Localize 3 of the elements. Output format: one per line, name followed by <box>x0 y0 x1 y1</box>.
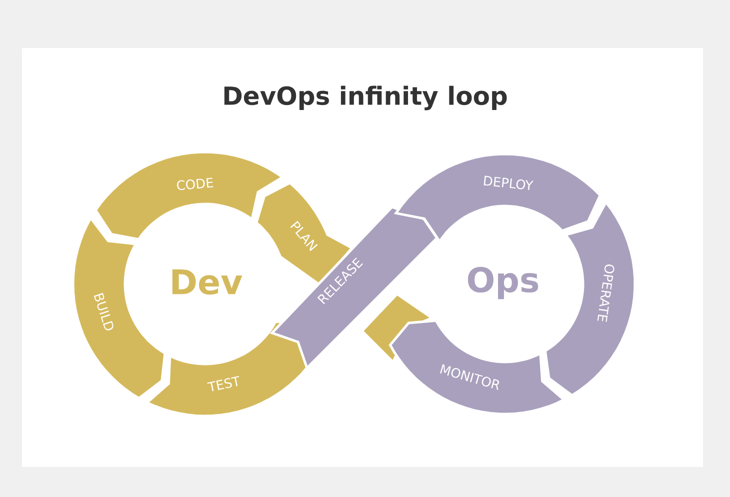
title: DevOps infinity loop <box>224 86 507 110</box>
loop-label: Dev <box>172 269 242 295</box>
loop-label: Ops <box>468 266 538 300</box>
